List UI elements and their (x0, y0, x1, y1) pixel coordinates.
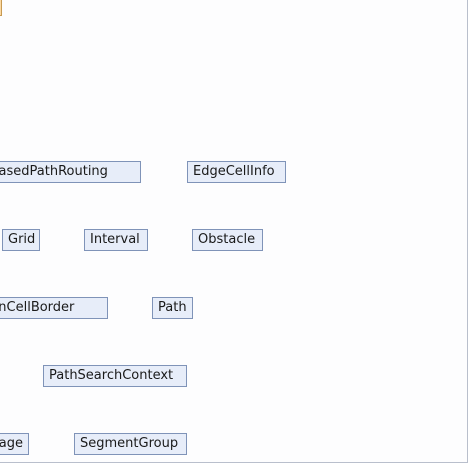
class-node-path-search-context[interactable]: PathSearchContext (43, 365, 187, 387)
class-node-edge-cell-info[interactable]: EdgeCellInfo (187, 161, 286, 183)
class-node-grid[interactable]: Grid (2, 229, 40, 251)
class-node-interval[interactable]: Interval (84, 229, 148, 251)
class-node-path[interactable]: Path (152, 297, 193, 319)
class-node-path-routing[interactable]: elBasedPathRouting (0, 161, 141, 183)
class-node-highlighted[interactable]: on (0, 0, 3, 16)
class-node-segment-group[interactable]: SegmentGroup (74, 433, 187, 455)
class-node-stage[interactable]: tage (0, 433, 29, 455)
class-node-obstacle[interactable]: Obstacle (192, 229, 263, 251)
class-node-cell-border[interactable]: itionCellBorder (0, 297, 108, 319)
